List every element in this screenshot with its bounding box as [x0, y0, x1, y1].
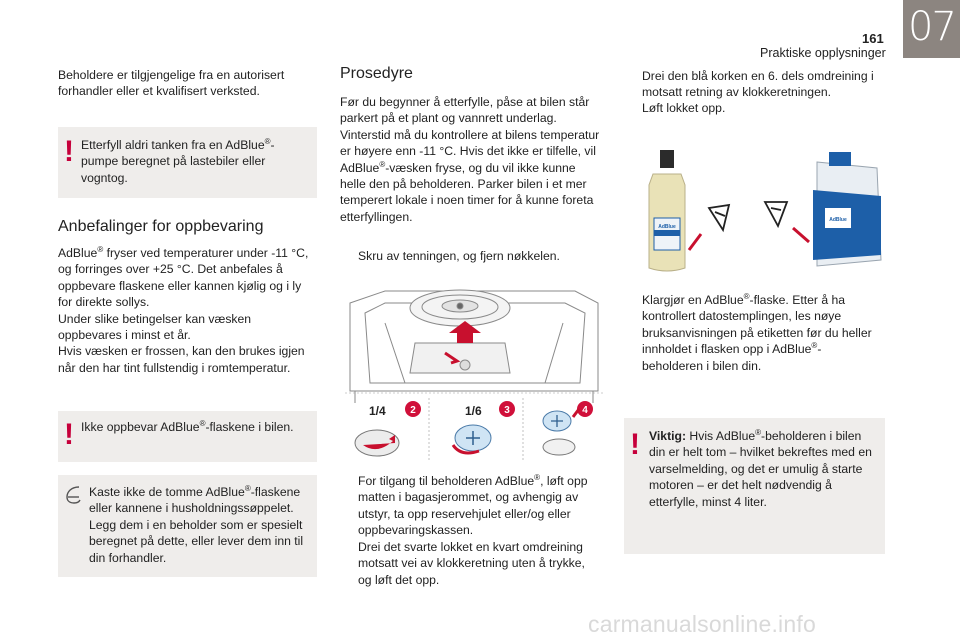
storage-paragraph-1: AdBlue® fryser ved temperaturer under -1… — [58, 244, 309, 310]
rotate-arrow-icon — [363, 435, 395, 450]
warning-icon: ! — [64, 418, 74, 451]
step-lift-lid: Løft lokket opp. — [642, 101, 726, 115]
warning-box-important: ! Viktig: Hvis AdBlue®-beholderen i bile… — [624, 418, 885, 554]
cap-open-icon — [707, 203, 731, 233]
bottle-label: AdBlue — [658, 224, 676, 230]
cap-cross — [466, 431, 480, 445]
rotate-arrow-icon — [451, 444, 480, 455]
badge-step-3 — [499, 401, 515, 417]
warning-box-refill: ! Etterfyll aldri tanken fra en AdBlue®-… — [58, 127, 317, 198]
warning-text-refill: Etterfyll aldri tanken fra en AdBlue®- p… — [81, 136, 275, 185]
step-blue-cap: Drei den blå korken en 6. dels omdreinin… — [642, 69, 874, 100]
step-ignition: Skru av tenningen, og fjern nøkkelen. — [358, 249, 560, 263]
adblue-containers-illustration: AdBlue AdBlue — [648, 150, 882, 272]
warning-text-important: Viktig: Hvis AdBlue®-beholderen i bilen … — [649, 427, 872, 509]
adblue-bottle — [648, 150, 686, 272]
intro-text: Beholdere er tilgjengelige fra en autori… — [58, 68, 285, 99]
warning-text-storage: Ikke oppbevar AdBlue®-flaskene i bilen. — [81, 418, 294, 434]
warning-icon: ! — [64, 135, 74, 168]
black-cap — [354, 429, 400, 457]
procedure-intro: Før du begynner å etterfylle, påse at bi… — [340, 95, 600, 224]
warning-box-storage: ! Ikke oppbevar AdBlue®-flaskene i bilen… — [58, 411, 317, 462]
page-number: 161 — [862, 31, 884, 46]
label-sixth-turn: 1/6 — [465, 404, 482, 418]
eco-text: Kaste ikke de tomme AdBlue®-flaskene ell… — [89, 483, 304, 565]
label-quarter-turn: 1/4 — [369, 404, 386, 418]
storage-paragraph-3: Hvis væsken er frossen, kan den brukes i… — [58, 344, 305, 375]
chapter-number: 07 — [908, 4, 957, 50]
chapter-tab: 07 — [903, 0, 960, 58]
section-title: Praktiske opplysninger — [760, 46, 886, 60]
lift-arrow-icon — [571, 408, 581, 418]
lift-arrow-icon — [449, 321, 481, 343]
trunk-illustration: 1/4 2 1/6 3 4 — [345, 289, 603, 460]
step-prepare-bottle: Klargjør en AdBlue®-flaske. Etter å ha k… — [642, 291, 872, 373]
canister-label: AdBlue — [829, 217, 847, 223]
storage-text: AdBlue® fryser ved temperaturer under -1… — [58, 245, 314, 376]
warning-icon: ! — [630, 428, 640, 461]
badge-step-4 — [577, 401, 593, 417]
badge-3-number: 3 — [504, 405, 510, 416]
filler-neck — [542, 438, 576, 456]
eco-box: Kaste ikke de tomme AdBlue®-flaskene ell… — [58, 475, 317, 577]
storage-paragraph-2: Under slike betingelser kan væsken oppbe… — [58, 311, 252, 343]
footer-watermark: carmanualsonline.info — [588, 611, 816, 637]
step-black-cap: Drei det svarte lokket en kvart omdreini… — [358, 540, 585, 587]
step-access-tank: For tilgang til beholderen AdBlue®, løft… — [358, 472, 588, 538]
heading-storage: Anbefalinger for oppbevaring — [58, 218, 264, 235]
arrow-icon — [444, 351, 461, 365]
cap-open-icon — [763, 201, 789, 229]
heading-procedure: Prosedyre — [340, 65, 413, 82]
trunk-drawing — [349, 289, 599, 403]
badge-2-number: 2 — [410, 405, 416, 416]
adblue-canister — [813, 152, 882, 267]
recycle-leaf-icon — [66, 486, 81, 504]
arrow-icon — [792, 226, 810, 244]
badge-4-number: 4 — [582, 405, 588, 416]
badge-step-2 — [405, 401, 421, 417]
arrow-icon — [687, 233, 703, 251]
